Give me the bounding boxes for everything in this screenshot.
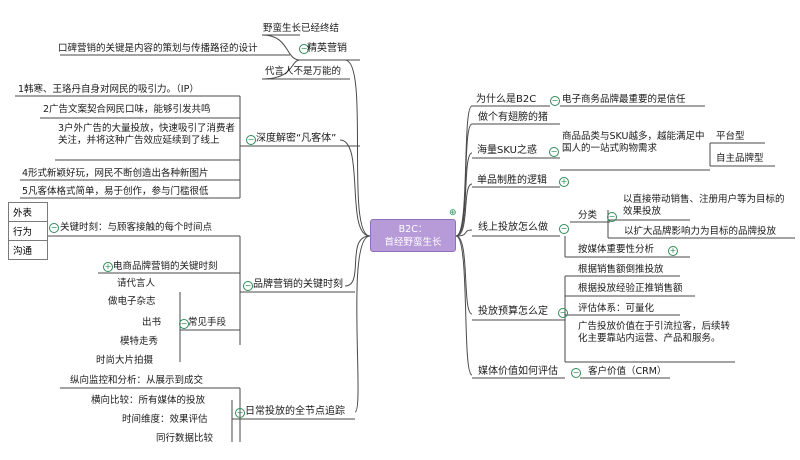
node-time-dimension[interactable]: 时间维度：效果评估 [122,414,208,425]
node-trust[interactable]: 电子商务品牌最重要的是信任 [562,94,686,105]
node-vancl-point-2[interactable]: 2广告文案契合网民口味，能够引发共鸣 [43,104,211,115]
node-model-show[interactable]: 模特走秀 [120,336,159,347]
node-behavior[interactable]: 行为 [8,221,48,241]
node-forward-from-experience[interactable]: 根据投放经验正推销售额 [578,283,683,294]
branch-online-ads[interactable]: 线上投放怎么做 [478,222,548,233]
node-vancl-point-5[interactable]: 5凡客体格式简单，易于创作，参与门槛很低 [22,186,209,197]
node-ad-value[interactable]: 广告投放价值在于引流拉客，后续转化主要靠站内运营、产品和服务。 [578,321,731,344]
branch-ad-budget[interactable]: 投放预算怎么定 [478,306,548,317]
node-wild-growth-ended[interactable]: 野蛮生长已经终结 [263,23,340,34]
collapse-toggle-icon[interactable]: − [550,96,560,106]
node-reverse-from-sales[interactable]: 根据销售额倒推投放 [578,264,664,275]
collapse-toggle-icon[interactable]: − [559,224,569,234]
node-spokesperson[interactable]: 代言人不是万能的 [265,66,342,77]
collapse-toggle-icon[interactable]: − [49,223,59,233]
node-platform-type[interactable]: 平台型 [716,131,745,142]
node-own-brand-type[interactable]: 自主品牌型 [716,153,764,164]
branch-winged-pig[interactable]: 做个有翅膀的猪 [478,112,548,123]
node-evaluation-system[interactable]: 评估体系：可量化 [578,303,655,314]
node-publish-book[interactable]: 出书 [142,317,162,328]
node-appearance[interactable]: 外表 [8,202,48,222]
expand-toggle-icon[interactable]: + [103,262,113,272]
node-fashion-shoot[interactable]: 时尚大片拍摄 [96,355,154,366]
node-classify[interactable]: 分类 [578,210,598,221]
collapse-toggle-icon[interactable]: − [607,212,617,222]
node-peer-data[interactable]: 同行数据比较 [156,433,214,444]
node-communication[interactable]: 沟通 [8,240,48,260]
collapse-toggle-icon[interactable]: − [235,408,245,418]
central-topic[interactable]: B2C： 首经野蛮生长 [370,219,456,252]
node-key-moment[interactable]: 关键时刻：与顾客接触的每个时间点 [60,222,213,233]
branch-single-product[interactable]: 单品制胜的逻辑 [477,175,547,186]
collapse-toggle-icon[interactable]: − [299,44,309,54]
node-vancl-point-1[interactable]: 1韩寒、王珞丹自身对网民的吸引力。（IP） [18,84,199,95]
collapse-toggle-icon[interactable]: − [549,147,559,157]
node-hire-spokesperson[interactable]: 请代言人 [117,278,156,289]
expand-toggle-icon[interactable]: + [559,177,569,187]
branch-full-node-tracking[interactable]: 日常投放的全节点追踪 [245,406,345,417]
node-brand-ads[interactable]: 以扩大品牌影响力为目标的品牌投放 [624,226,777,237]
node-horizontal-compare[interactable]: 横向比较：所有媒体的投放 [91,395,206,406]
branch-massive-sku[interactable]: 海量SKU之惑 [477,145,537,156]
node-e-magazine[interactable]: 做电子杂志 [108,296,156,307]
node-one-stop-shop[interactable]: 商品品类与SKU越多，越能满足中国人的一站式购物需求 [562,131,705,154]
node-media-importance[interactable]: 按媒体重要性分析 [578,244,655,255]
node-ecom-key-moment[interactable]: 电商品牌营销的关键时刻 [113,261,218,272]
central-topic-line1: B2C： [398,224,428,235]
branch-media-value[interactable]: 媒体价值如何评估 [478,366,558,377]
branch-brand-key-moments[interactable]: 品牌营销的关键时刻 [253,279,343,290]
node-customer-value[interactable]: 客户价值（CRM） [588,366,667,377]
collapse-toggle-icon[interactable]: − [558,308,568,318]
expand-toggle-icon[interactable]: + [668,246,678,256]
branch-vancl-style[interactable]: 深度解密“凡客体” [256,133,337,144]
node-common-means[interactable]: 常见手段 [188,317,227,328]
collapse-toggle-icon[interactable]: − [243,281,253,291]
expand-toggle-icon[interactable]: ⊕ [449,208,457,218]
node-vertical-monitor[interactable]: 纵向监控和分析：从展示到成交 [70,375,204,386]
collapse-toggle-icon[interactable]: − [571,368,581,378]
node-word-of-mouth[interactable]: 口碑营销的关键是内容的策划与传播路径的设计 [58,43,258,54]
node-performance-ads[interactable]: 以直接带动销售、注册用户等为目标的效果投放 [623,194,785,217]
node-vancl-point-4[interactable]: 4形式新颖好玩，网民不断创造出各种新图片 [22,168,209,179]
branch-why-b2c[interactable]: 为什么是B2C [476,94,537,105]
node-vancl-point-3[interactable]: 3户外广告的大量投放，快速吸引了消费者关注，并将这种广告效应延续到了线上 [58,123,236,146]
collapse-toggle-icon[interactable]: − [179,319,189,329]
collapse-toggle-icon[interactable]: − [246,135,256,145]
branch-elite-marketing[interactable]: 精英营销 [307,43,347,54]
central-topic-line2: 首经野蛮生长 [384,237,442,248]
